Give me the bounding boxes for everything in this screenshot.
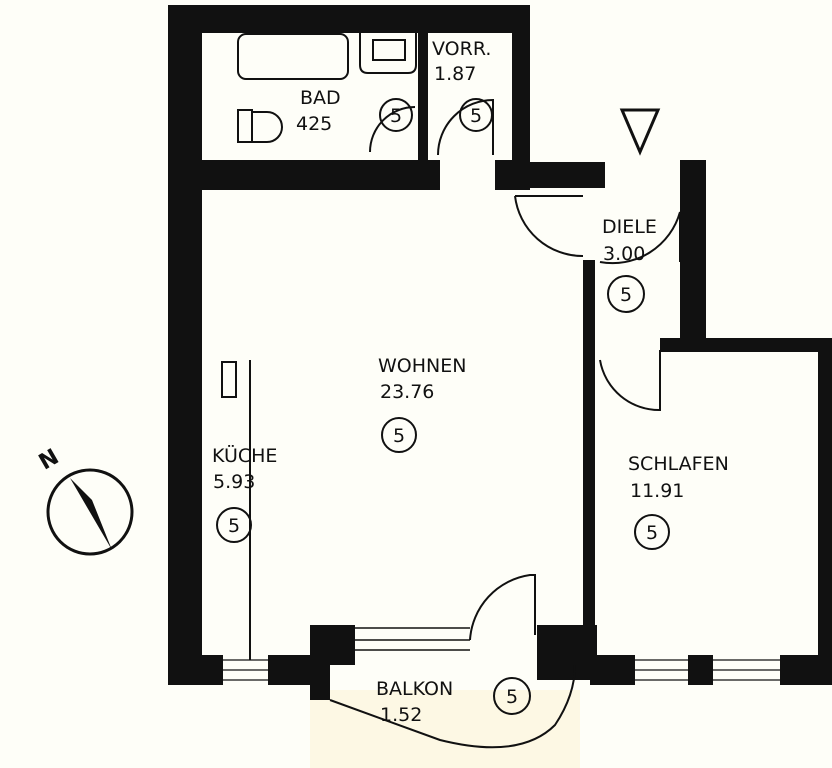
room-name: KÜCHE bbox=[212, 444, 277, 467]
marker-circle bbox=[607, 275, 645, 313]
room-wohnen: WOHNEN 23.76 5 bbox=[378, 355, 466, 453]
wall-bottom-right-a bbox=[590, 655, 635, 685]
room-name: DIELE bbox=[602, 216, 657, 238]
room-marker: 5 bbox=[470, 105, 482, 127]
room-vorr: VORR. 1.87 5 bbox=[432, 38, 493, 132]
room-area: 11.91 bbox=[630, 480, 684, 502]
door-swing-balkon bbox=[469, 574, 536, 641]
wall-left bbox=[168, 5, 202, 685]
stove bbox=[221, 361, 237, 398]
window-balkon bbox=[355, 627, 470, 651]
door-swing-schlafen bbox=[599, 350, 661, 412]
room-area: 5.93 bbox=[213, 471, 255, 493]
room-bad: BAD 425 5 bbox=[296, 87, 413, 135]
wall-bottom-right-c bbox=[780, 655, 832, 685]
paper-tint bbox=[310, 690, 580, 768]
room-diele: DIELE 3.00 5 bbox=[602, 216, 657, 313]
wall-bad-bottom bbox=[200, 160, 440, 190]
wall-right bbox=[818, 338, 832, 685]
room-kueche: KÜCHE 5.93 5 bbox=[212, 444, 277, 543]
wall-top bbox=[168, 5, 530, 33]
washbasin bbox=[359, 30, 417, 74]
room-marker: 5 bbox=[506, 686, 518, 708]
room-marker: 5 bbox=[393, 425, 405, 447]
wall-wohnen-schlafen bbox=[583, 260, 595, 660]
toilet-tank bbox=[237, 109, 253, 143]
room-name: WOHNEN bbox=[378, 355, 466, 377]
door-swing-diele bbox=[599, 211, 681, 265]
wall-bottom-left bbox=[168, 655, 223, 685]
wall-balkon-side bbox=[310, 625, 330, 700]
room-marker: 5 bbox=[390, 105, 402, 127]
bathtub bbox=[237, 33, 349, 80]
toilet-bowl bbox=[252, 111, 283, 143]
wall-diele-right bbox=[680, 160, 706, 350]
room-area: 1.87 bbox=[434, 63, 476, 85]
wall-vorr-bottom bbox=[495, 160, 530, 190]
marker-circle bbox=[216, 507, 252, 543]
marker-circle bbox=[634, 514, 670, 550]
room-name: BALKON bbox=[376, 678, 453, 700]
walls bbox=[168, 5, 832, 700]
room-area: 425 bbox=[296, 113, 332, 135]
balkon-outline bbox=[329, 664, 576, 749]
wall-balkon-right bbox=[537, 625, 597, 680]
room-name: BAD bbox=[300, 87, 341, 109]
window-schlafen bbox=[635, 659, 780, 681]
room-name: SCHLAFEN bbox=[628, 453, 729, 475]
room-marker: 5 bbox=[646, 522, 658, 544]
entrance-triangle-icon bbox=[619, 108, 661, 156]
door-swing-bad bbox=[369, 106, 416, 153]
room-balkon: BALKON 1.52 5 bbox=[376, 677, 531, 726]
window-notches bbox=[208, 40, 220, 152]
window-kueche bbox=[223, 659, 268, 681]
room-marker: 5 bbox=[228, 515, 240, 537]
wall-schlafen-top bbox=[660, 338, 832, 352]
door-swing-wohnen bbox=[514, 195, 584, 258]
marker-circle bbox=[379, 98, 413, 132]
room-name: VORR. bbox=[432, 38, 491, 60]
room-area: 3.00 bbox=[603, 243, 645, 265]
wall-bottom-right-b bbox=[688, 655, 713, 685]
marker-circle bbox=[459, 98, 493, 132]
marker-circle bbox=[381, 417, 417, 453]
room-marker: 5 bbox=[620, 284, 632, 306]
marker-circle bbox=[493, 677, 531, 715]
wall-hall-top bbox=[530, 162, 605, 188]
washbasin-inner bbox=[372, 39, 406, 61]
wall-bad-vorr bbox=[418, 30, 428, 160]
fixtures bbox=[221, 30, 780, 749]
room-schlafen: SCHLAFEN 11.91 5 bbox=[628, 453, 729, 550]
door-swing-vorr bbox=[437, 98, 494, 156]
wall-vorr-right bbox=[512, 5, 530, 190]
room-area: 1.52 bbox=[380, 704, 422, 726]
room-area: 23.76 bbox=[380, 381, 434, 403]
